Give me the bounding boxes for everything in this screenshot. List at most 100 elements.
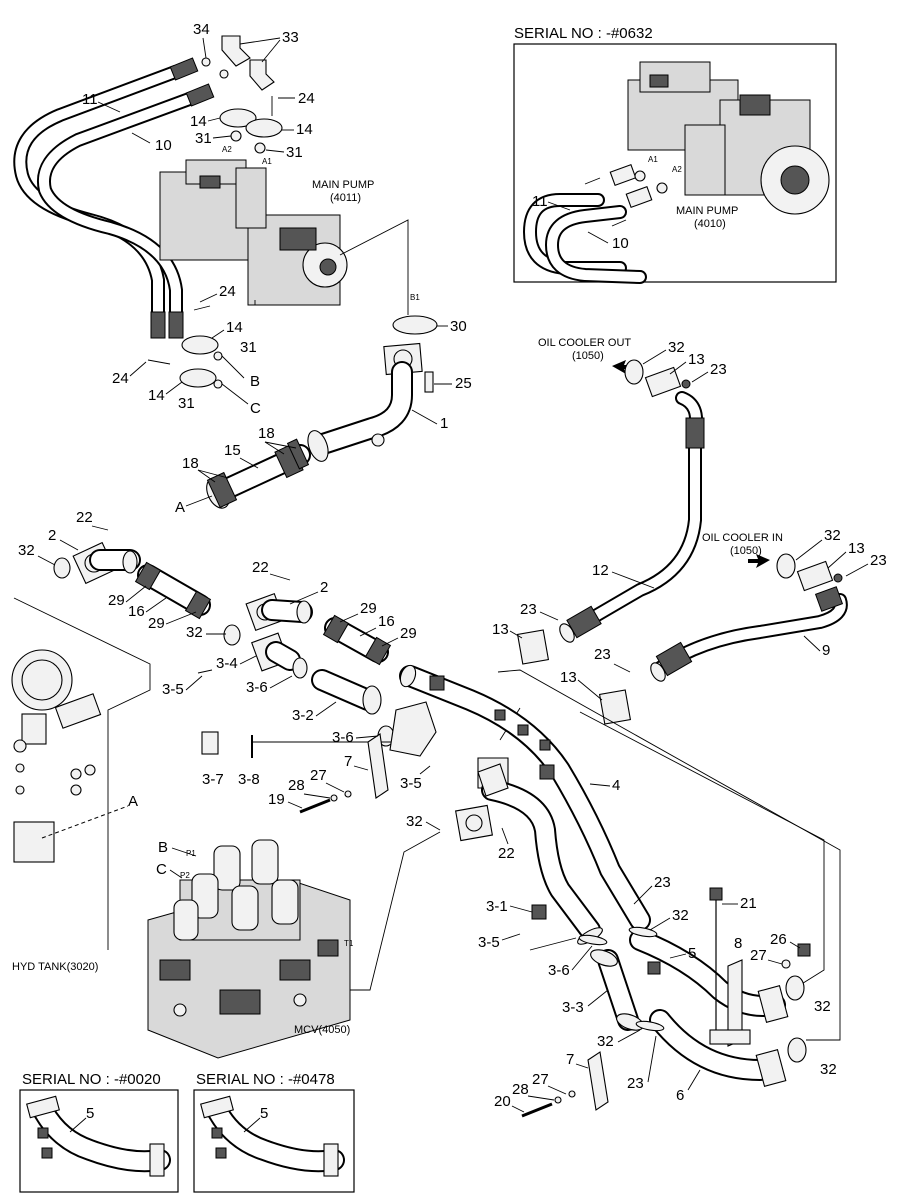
serial-mid-header: SERIAL NO : -#0478 — [196, 1071, 335, 1088]
callout-11-inset: 11 — [532, 193, 548, 210]
callout-29-d: 29 — [400, 625, 417, 642]
oil-cooler-out-label-1: OIL COOLER OUT — [538, 337, 631, 349]
callout-32-cooler-in: 32 — [824, 527, 841, 544]
callout-16-b: 16 — [378, 613, 395, 630]
callout-28-b: 28 — [512, 1081, 529, 1098]
callout-3-6-b: 3-6 — [332, 729, 354, 746]
inset-box-mid — [193, 1089, 355, 1193]
callout-2-b: 2 — [320, 579, 328, 596]
callout-3-1: 3-1 — [486, 898, 508, 915]
main-pump-a-label-1: MAIN PUMP — [312, 179, 374, 191]
callout-32-i: 32 — [820, 1061, 837, 1078]
o-ring-32-pipe6 — [787, 1037, 807, 1063]
main-pump-a-label-2: (4011) — [330, 192, 361, 204]
callout-14-d: 14 — [148, 387, 165, 404]
callout-6: 6 — [676, 1087, 684, 1104]
callout-3-6-a: 3-6 — [246, 679, 268, 696]
mcv-label: MCV(4050) — [294, 1024, 350, 1036]
callout-29-b: 29 — [148, 615, 165, 632]
callout-14-c: 14 — [226, 319, 243, 336]
callout-13-c: 13 — [560, 669, 577, 686]
letter-c-pump: C — [250, 400, 261, 417]
callout-22-b: 22 — [252, 559, 269, 576]
callout-31-a: 31 — [195, 130, 212, 147]
callout-3-5-c: 3-5 — [478, 934, 500, 951]
callout-20: 20 — [494, 1093, 511, 1110]
callout-27-b: 27 — [750, 947, 767, 964]
callout-3-5-a: 3-5 — [162, 681, 184, 698]
callout-2-a: 2 — [48, 527, 56, 544]
callout-34: 34 — [193, 21, 210, 38]
callout-14-a: 14 — [190, 113, 207, 130]
callout-23-cooler-in: 23 — [870, 552, 887, 569]
callout-12: 12 — [592, 562, 609, 579]
callout-11: 11 — [82, 91, 98, 108]
callout-13-cooler-in: 13 — [848, 540, 865, 557]
callout-3-4: 3-4 — [216, 655, 238, 672]
callout-23-b: 23 — [520, 601, 537, 618]
suction-pipe-assembly — [206, 315, 438, 509]
callout-23-c: 23 — [594, 646, 611, 663]
o-ring-30 — [392, 315, 438, 335]
callout-10-inset: 10 — [612, 235, 629, 252]
callout-3-6-c: 3-6 — [548, 962, 570, 979]
callout-27-c: 27 — [532, 1071, 549, 1088]
callout-5-c: 5 — [260, 1105, 268, 1122]
callout-23-e: 23 — [654, 874, 671, 891]
callout-23-cooler-out: 23 — [710, 361, 727, 378]
callout-31-b: 31 — [286, 144, 303, 161]
port-a1: A1 — [262, 157, 272, 166]
inset-serial-0020: SERIAL NO : -#0020 5 — [19, 1071, 179, 1193]
callout-33: 33 — [282, 29, 299, 46]
callout-13-cooler-out: 13 — [688, 351, 705, 368]
main-pump-b-label-2: (4010) — [694, 218, 726, 230]
callout-24-left: 24 — [112, 370, 129, 387]
callout-3-5-b: 3-5 — [400, 775, 422, 792]
callout-32-f: 32 — [672, 907, 689, 924]
main-pump-area: A2 A1 MAIN PUMP (4011) B1 — [13, 35, 420, 405]
callout-31-d: 31 — [178, 395, 195, 412]
callout-28-a: 28 — [288, 777, 305, 794]
callout-9: 9 — [822, 642, 830, 659]
callout-7-a: 7 — [344, 753, 352, 770]
oil-cooler-out-label-2: (1050) — [572, 350, 604, 362]
callout-26: 26 — [770, 931, 787, 948]
return-pipe-group — [53, 541, 521, 814]
serial-left-header: SERIAL NO : -#0020 — [22, 1071, 161, 1088]
o-ring-32-pipe5 — [785, 975, 805, 1001]
o-ring-32-cooler-out — [624, 359, 644, 385]
callout-31-c: 31 — [240, 339, 257, 356]
callout-3-3: 3-3 — [562, 999, 584, 1016]
callout-18-b: 18 — [182, 455, 199, 472]
main-pump-b-label-1: MAIN PUMP — [676, 205, 738, 217]
callout-15: 15 — [224, 442, 241, 459]
callout-13-b: 13 — [492, 621, 509, 638]
callout-22-a: 22 — [76, 509, 93, 526]
long-pipes-group — [294, 664, 811, 1118]
inset-serial-0632: SERIAL NO : -#0632 A1 A2 MAIN PUMP (4010… — [513, 25, 837, 284]
oil-cooler-in-label-2: (1050) — [730, 545, 762, 557]
port-a2-inset: A2 — [672, 165, 682, 174]
callout-8: 8 — [734, 935, 742, 952]
oil-cooler-in-assembly: OIL COOLER IN (1050) — [598, 532, 848, 725]
callout-29-c: 29 — [360, 600, 377, 617]
letter-a-tank: A — [128, 793, 138, 810]
callout-5-b: 5 — [86, 1105, 94, 1122]
callout-4: 4 — [612, 777, 620, 794]
callout-32-h: 32 — [597, 1033, 614, 1050]
callout-14-b: 14 — [296, 121, 313, 138]
callout-3-7: 3-7 — [202, 771, 224, 788]
callout-32-b: 32 — [18, 542, 35, 559]
mcv-drawing — [147, 839, 351, 1059]
callout-19: 19 — [268, 791, 285, 808]
callout-3-8: 3-8 — [238, 771, 260, 788]
callout-32-e: 32 — [406, 813, 423, 830]
callout-30: 30 — [450, 318, 467, 335]
letter-b-mcv: B — [158, 839, 168, 856]
callout-7-b: 7 — [566, 1051, 574, 1068]
callout-21: 21 — [740, 895, 757, 912]
port-b1: B1 — [410, 293, 420, 302]
inset-box-top — [513, 43, 837, 283]
callout-1: 1 — [440, 415, 448, 432]
main-pump-inset-drawing — [627, 61, 830, 215]
